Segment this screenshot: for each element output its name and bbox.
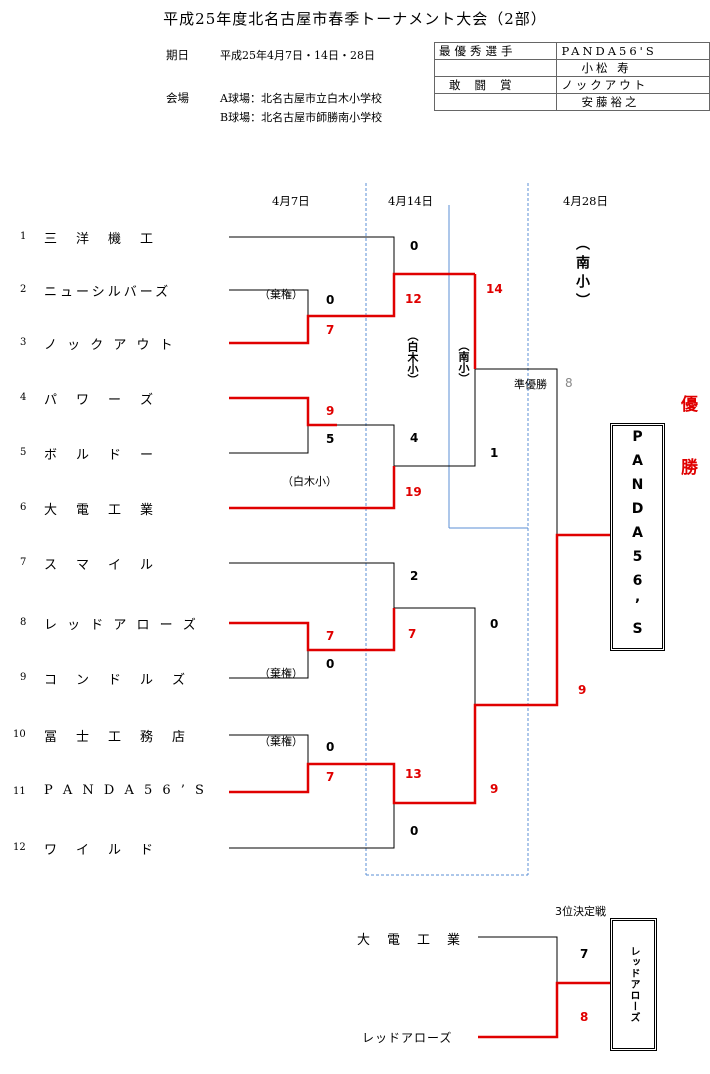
score-q4-12: 0 [410, 824, 419, 838]
score-q3-7: 2 [410, 569, 419, 583]
date-value: 平成25年4月7日・14日・28日 [220, 49, 375, 62]
venue-minami-final: （南小） [574, 236, 590, 312]
team-number: 5 [20, 447, 27, 458]
forfeit-label-2: （棄権） [259, 288, 303, 301]
team-number: 10 [13, 729, 26, 740]
score-s1-bot: 1 [490, 446, 499, 460]
venue-shiroki-vertical: （白木小） [406, 330, 419, 385]
score-third-top: 7 [580, 947, 589, 961]
date-label: 期日 [166, 48, 189, 62]
team-name: ニューシルバーズ [44, 285, 172, 300]
team-number: 8 [20, 617, 27, 628]
score-m1011-10: 0 [326, 740, 335, 754]
score-final-top: 8 [565, 376, 573, 390]
score-s1-top: 14 [486, 282, 503, 296]
team-number: 1 [20, 231, 27, 242]
loser-lines [229, 236, 558, 983]
score-q4-11: 13 [405, 767, 422, 781]
venue-label: 会場 [166, 91, 189, 105]
venue-box [448, 205, 528, 529]
date-round2: 4月14日 [388, 194, 433, 208]
team-number: 6 [20, 502, 27, 513]
team-name: ワ イ ル ド [44, 843, 157, 858]
team-number: 7 [20, 557, 27, 568]
team-number: 3 [20, 337, 27, 348]
champion-label: 優勝 [677, 395, 697, 521]
team-name: ス マ イ ル [44, 558, 157, 573]
champion-box: PANDA56’S [610, 423, 665, 651]
score-final-bot: 9 [578, 683, 587, 697]
third-place-title: 3位決定戦 [555, 905, 606, 918]
venue-b: B球場：北名古屋市師勝南小学校 [220, 111, 383, 124]
team-name: パ ワ ー ズ [44, 393, 157, 408]
date-round3: 4月28日 [563, 194, 608, 208]
fight-spacer [433, 93, 558, 111]
team-number: 2 [20, 284, 27, 295]
date-round1: 4月7日 [272, 194, 310, 208]
score-m23-3: 7 [326, 323, 335, 337]
score-m45-5: 5 [326, 432, 335, 446]
team-name: ボ ル ド ー [44, 448, 157, 463]
fight-label: 敢闘賞 [433, 76, 558, 94]
third-winner-box: レッドアローズ [610, 918, 657, 1051]
venue-shiroki-horizontal: （白木小） [282, 475, 337, 488]
team-name: 大 電 工 業 [44, 503, 157, 518]
forfeit-label-10: （棄権） [259, 735, 303, 748]
page-title: 平成25年度北名古屋市春季トーナメント大会（2部） [163, 10, 547, 28]
forfeit-label-9: （棄権） [259, 667, 303, 680]
team-name: ノ ッ ク ア ウ ト [44, 338, 176, 353]
venue-dividers [365, 183, 529, 876]
venue-a: A球場：北名古屋市立白木小学校 [220, 92, 382, 105]
team-name: コ ン ド ル ズ [44, 673, 189, 688]
third-team-bot: レッドアローズ [362, 1031, 453, 1045]
runner-up-label: 準優勝 [514, 378, 547, 391]
score-q2-4: 4 [410, 431, 419, 445]
fight-player: 安藤裕之 [556, 93, 710, 111]
score-m45-4: 9 [326, 404, 335, 418]
score-q1-1: 0 [410, 239, 419, 253]
team-number: 11 [13, 786, 26, 797]
team-name: P A N D A 5 6 ’ S [44, 783, 207, 798]
mvp-label: 最優秀選手 [433, 42, 558, 60]
team-number: 4 [20, 392, 27, 403]
score-m23-2: 0 [326, 293, 335, 307]
venue-minami-r2: （南小） [457, 340, 470, 384]
champion-team: PANDA56’S [629, 429, 646, 645]
awards-table: 最優秀選手 PANDA56'S 小松 寿 敢闘賞 ノックアウト 安藤裕之 [433, 42, 710, 111]
team-name: 三 洋 機 工 [44, 232, 157, 247]
score-third-bot: 8 [580, 1010, 589, 1024]
score-q2-6: 19 [405, 485, 422, 499]
score-q3-8: 7 [408, 627, 417, 641]
team-name: レ ッ ド ア ロ ー ズ [44, 618, 199, 633]
score-s2-bot: 9 [490, 782, 499, 796]
third-winner: レッドアローズ [628, 946, 639, 1023]
team-name: 冨 士 工 務 店 [44, 730, 189, 745]
winner-lines [229, 272, 610, 1039]
team-number: 12 [13, 842, 26, 853]
score-m89-8: 7 [326, 629, 335, 643]
third-team-top: 大 電 工 業 [357, 933, 463, 948]
score-m89-9: 0 [326, 657, 335, 671]
team-number: 9 [20, 672, 27, 683]
score-m1011-11: 7 [326, 770, 335, 784]
score-s2-top: 0 [490, 617, 499, 631]
score-q1-3: 12 [405, 292, 422, 306]
